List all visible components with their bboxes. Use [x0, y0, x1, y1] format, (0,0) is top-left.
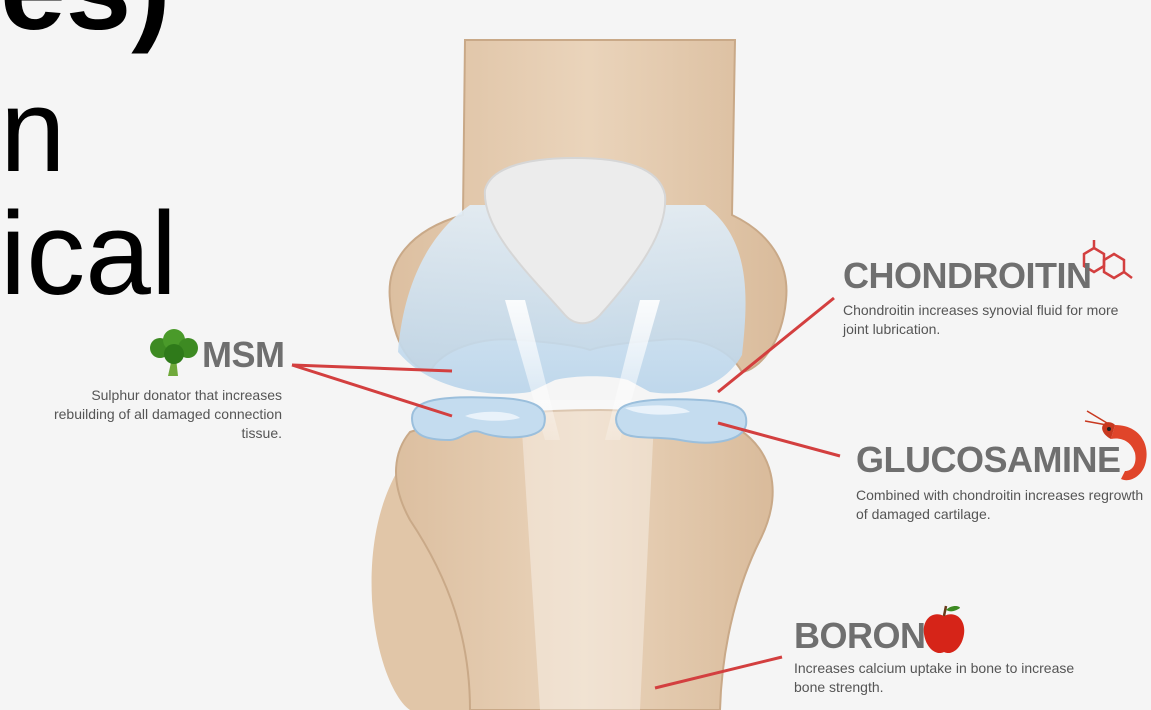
- slide-title-fragment: ical: [0, 195, 177, 313]
- boron-description: Increases calcium uptake in bone to incr…: [794, 659, 1094, 697]
- chondroitin-description: Chondroitin increases synovial fluid for…: [843, 301, 1143, 339]
- broccoli-icon: [150, 329, 198, 376]
- meniscus-right: [616, 399, 746, 442]
- slide-title-fragment: n: [0, 72, 66, 190]
- chondroitin-callout: CHONDROITIN Chondroitin increases synovi…: [843, 258, 1143, 339]
- tibia-shaft-highlight: [520, 400, 655, 710]
- glucosamine-callout: GLUCOSAMINE Combined with chondroitin in…: [856, 442, 1151, 524]
- glucosamine-description: Combined with chondroitin increases regr…: [856, 486, 1151, 524]
- chondroitin-heading: CHONDROITIN: [843, 258, 1143, 294]
- msm-description: Sulphur donator that increases rebuildin…: [30, 386, 282, 443]
- boron-heading: BORON: [794, 618, 1094, 654]
- msm-heading: MSM: [202, 337, 285, 373]
- boron-callout: BORON Increases calcium uptake in bone t…: [794, 618, 1094, 697]
- glucosamine-heading: GLUCOSAMINE: [856, 442, 1151, 478]
- slide-title-fragment: es): [0, 0, 171, 48]
